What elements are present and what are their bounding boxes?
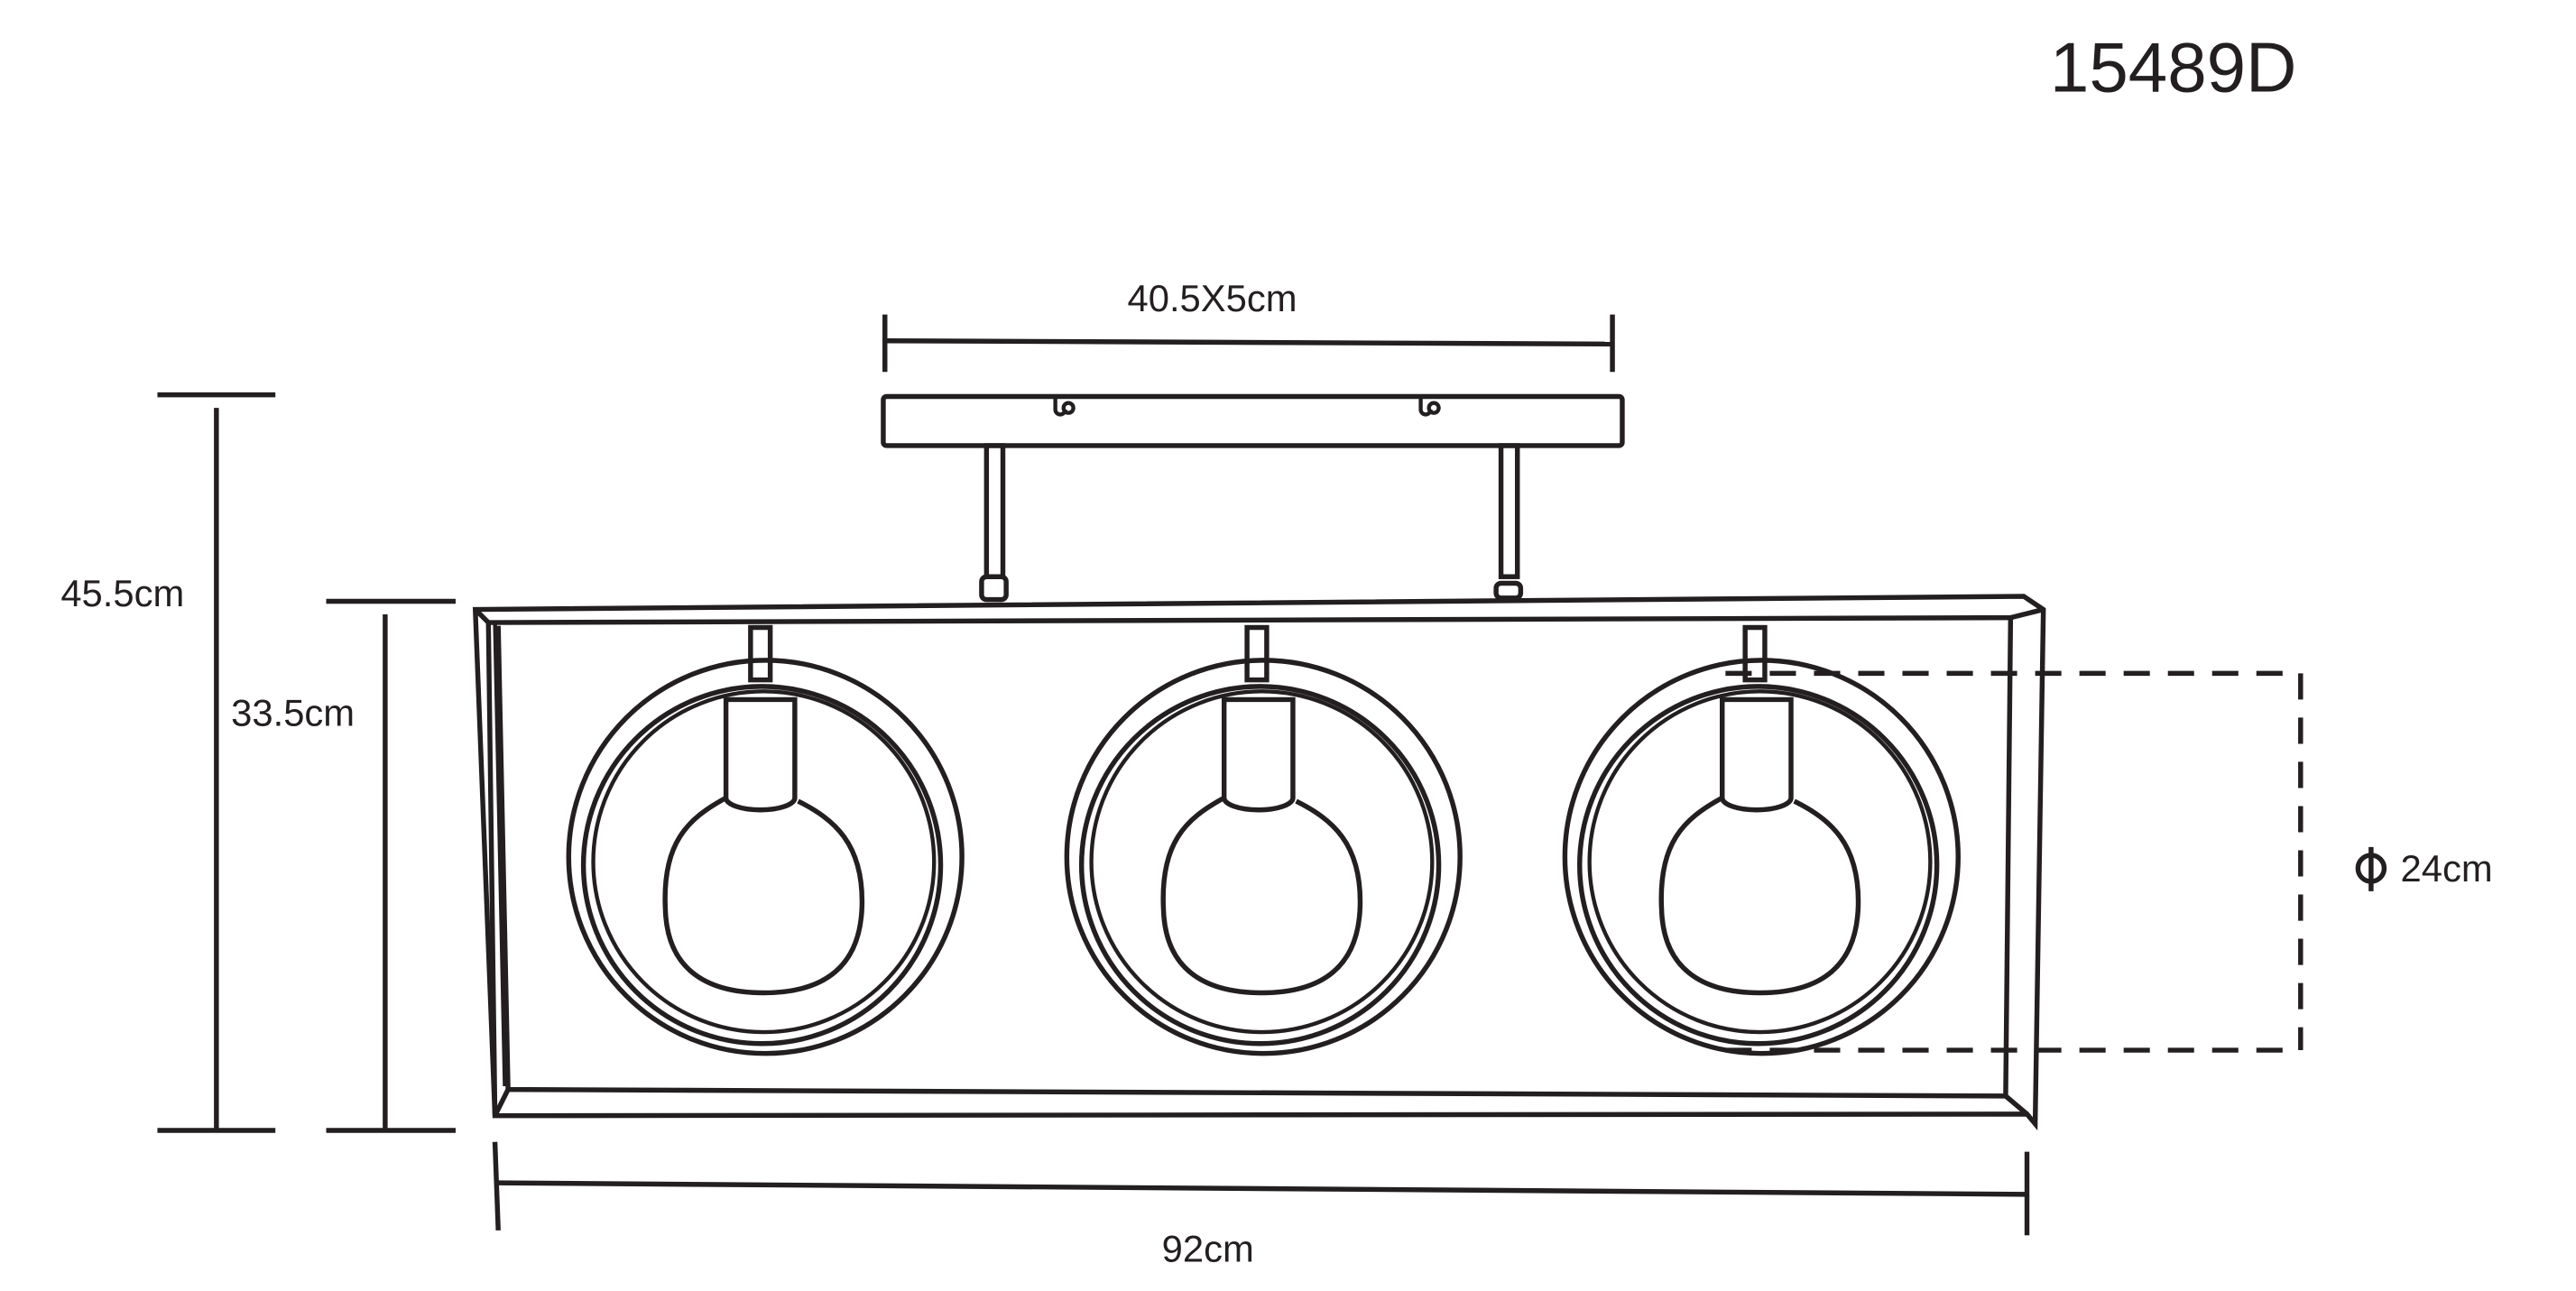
width-dimension-line [492,1141,2030,1236]
total-height-dimension-line [157,392,276,1133]
canopy-dimension-label: 40.5X5cm [1128,277,1297,319]
lamp-unit-center [1064,624,1463,1056]
ring-diameter-dashed-box [1725,670,2304,1053]
suspension-rods [979,443,1524,603]
canopy-dimension-line [882,314,1615,373]
diameter-icon [2355,846,2387,891]
lamp-unit-left [566,624,965,1056]
lamp-unit-right [1562,624,1961,1056]
width-label: 92cm [1162,1227,1254,1269]
rectangular-frame [472,594,2046,1131]
total-height-label: 45.5cm [60,572,184,614]
ring-diameter-label: 24cm [2401,847,2493,890]
model-code: 15489D [2050,28,2297,107]
canopy-plate [881,393,1625,448]
body-height-label: 33.5cm [231,691,355,733]
body-height-dimension-line [326,598,456,1133]
